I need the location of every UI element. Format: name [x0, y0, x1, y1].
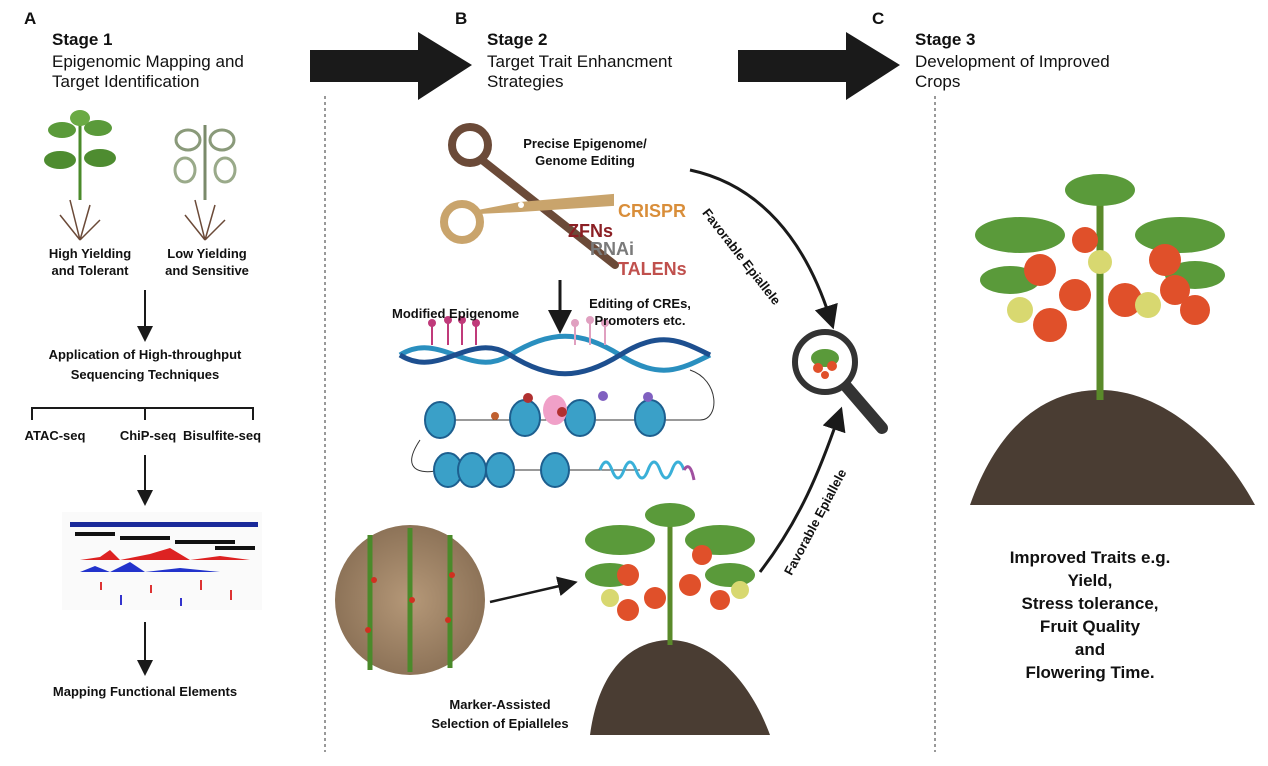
stage-arrow-1	[310, 32, 472, 100]
scissors-icon	[440, 123, 619, 269]
stage-2-title: Stage 2	[487, 30, 548, 49]
tomato-plant-icon	[585, 503, 770, 735]
tool-crispr: CRISPR	[618, 201, 687, 221]
selection-arrow	[489, 576, 578, 604]
mapping-label: Mapping Functional Elements	[52, 684, 238, 699]
dna-helix-icon	[398, 316, 712, 377]
tool-talens: TALENs	[618, 259, 687, 279]
stage-1-subtitle-line1: Epigenomic Mapping and	[52, 52, 244, 71]
stage-3-title: Stage 3	[915, 30, 976, 49]
technique-chip: ChiP-seq	[119, 428, 177, 443]
favorable-arrow-bottom	[758, 406, 846, 573]
stage-1-title: Stage 1	[52, 30, 113, 49]
technique-bracket	[31, 407, 254, 420]
panel-label-b: B	[455, 9, 468, 28]
cres-label: Editing of CREs,Promoters etc.	[589, 296, 691, 328]
stage-3-subtitle-line2: Crops	[915, 72, 961, 91]
improved-traits-list: Improved Traits e.g.Yield,Stress toleran…	[1009, 548, 1171, 682]
favorable-arrow-top	[689, 168, 838, 330]
genome-browser-image	[62, 512, 262, 610]
high-yield-plant-icon	[44, 110, 116, 241]
technique-bisulfite: Bisulfite-seq	[182, 428, 262, 443]
panel-label-c: C	[872, 9, 885, 28]
stage-2-subtitle-line2: Strategies	[487, 72, 564, 91]
low-yield-plant-icon	[173, 125, 237, 241]
stage-arrow-2	[738, 32, 900, 100]
tool-zfns: ZFNs	[568, 221, 613, 241]
stage-1-subtitle-line2: Target Identification	[52, 72, 200, 91]
stage-3-subtitle-line1: Development of Improved	[915, 52, 1110, 71]
nucleosome-chain-icon	[411, 369, 715, 488]
technique-atac: ATAC-seq	[24, 428, 86, 443]
modified-epigenome-label: Modified Epigenome	[392, 306, 520, 321]
editing-title: Precise Epigenome/Genome Editing	[523, 136, 647, 168]
panel-label-a: A	[24, 9, 37, 28]
stage-2-subtitle-line1: Target Trait Enhancment	[487, 52, 673, 71]
improved-tomato-plant-icon	[970, 174, 1255, 505]
magnifier-icon	[792, 329, 888, 434]
crop-field-image	[335, 525, 485, 675]
tool-rnai: RNAi	[590, 239, 634, 259]
